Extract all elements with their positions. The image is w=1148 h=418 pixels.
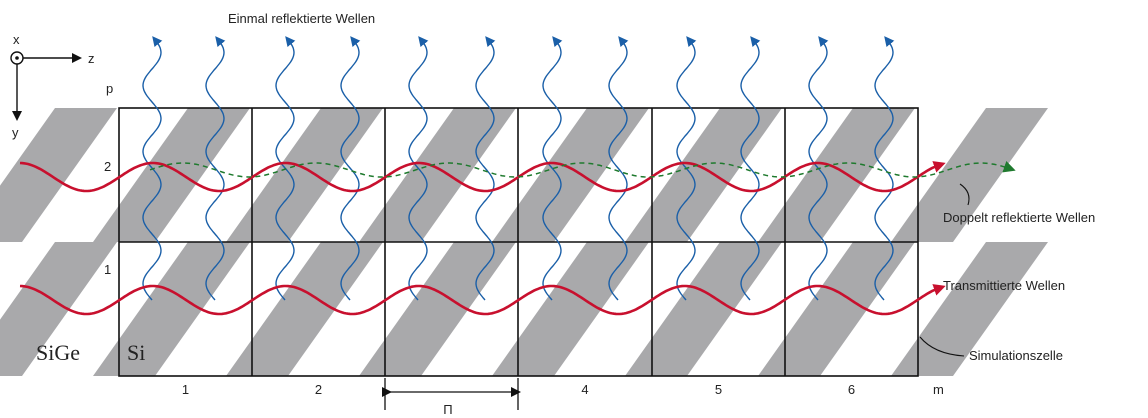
period-symbol: Π [443,402,452,417]
stripe-lower [492,242,649,376]
stripe-upper [0,108,117,242]
row-label-1: 1 [104,262,111,277]
p-axis-label: p [106,81,113,96]
reflected-wave [475,36,496,301]
stripe-upper [492,108,649,242]
stripe-lower [0,242,117,376]
transmitted-waves [19,161,946,316]
row-label-2: 2 [104,159,111,174]
simulation-cell-leader [919,336,965,357]
reflected-wave [874,36,895,301]
stripe-lower [226,242,383,376]
reflected-wave [608,36,629,301]
period-bracket [382,378,521,410]
reflected-wave [142,36,163,301]
stripe-upper [93,108,250,242]
column-label-4: 4 [581,382,588,397]
reflected-wave [275,36,296,301]
stripe-upper [226,108,383,242]
stripe-upper [758,108,915,242]
reflected-wave [408,36,429,301]
double-reflected-leader [959,183,970,206]
transmitted-label: Transmittierte Wellen [943,278,1065,293]
stripe-upper [625,108,782,242]
material-sige-label: SiGe [36,340,80,365]
stripe-upper [891,108,1048,242]
transmitted-wave-row-2 [19,161,946,193]
stripe-lower [93,242,250,376]
column-label-6: 6 [848,382,855,397]
reflected-wave [340,36,361,301]
m-axis-label: m [933,382,944,397]
reflected-wave [740,36,761,301]
double-reflected-wave [149,161,1016,178]
reflected-wave [542,36,563,301]
column-label-5: 5 [715,382,722,397]
stripe-lower [758,242,915,376]
simulation-grid [118,107,919,377]
material-si-label: Si [127,340,145,365]
axis-x-label: x [13,32,20,47]
stripe-lower [625,242,782,376]
reflected-wave [205,36,226,301]
axis-y-label: y [12,125,19,140]
stripe-lower [891,242,1048,376]
column-labels: 1 2 4 5 6 [182,382,855,397]
transmitted-wave-row-1 [19,284,946,316]
double-reflected-label: Doppelt reflektierte Wellen [943,210,1095,225]
stripe-upper [359,108,516,242]
simulation-cell-label: Simulationszelle [969,348,1063,363]
stripe-lower [359,242,516,376]
reflected-wave [676,36,697,301]
single-reflected-waves [142,36,895,301]
column-label-2: 2 [315,382,322,397]
axis-z-label: z [88,51,95,66]
reflected-wave [808,36,829,301]
coordinate-system: x z y [10,32,95,140]
double-reflected-wave-path [149,161,1016,178]
column-label-1: 1 [182,382,189,397]
single-reflected-label: Einmal reflektierte Wellen [228,11,375,26]
